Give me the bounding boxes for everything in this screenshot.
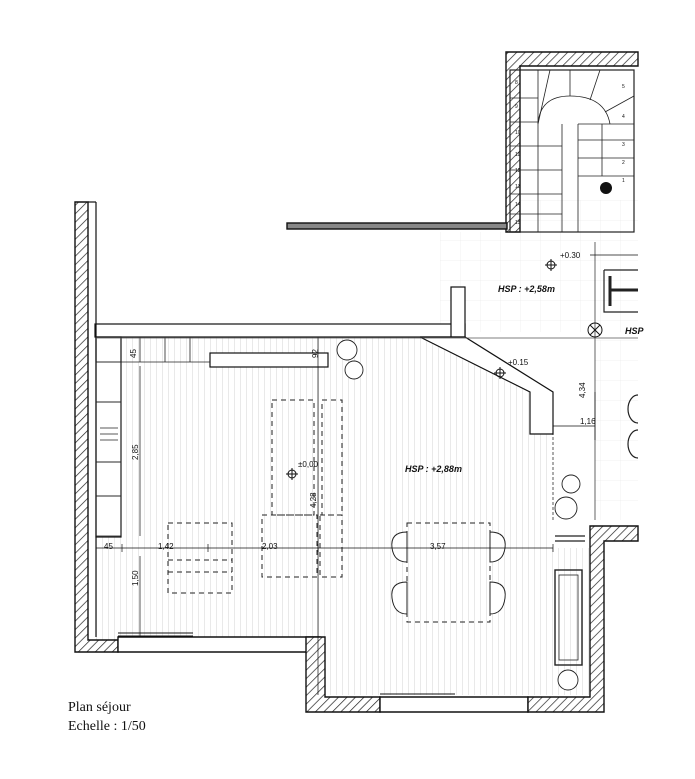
step-label: 12 bbox=[515, 168, 521, 174]
step-label: 1 bbox=[622, 178, 625, 184]
room-height-right: HSP bbox=[625, 326, 645, 336]
step-label: 5 bbox=[622, 84, 625, 90]
level-main: ±0,00 bbox=[298, 460, 319, 469]
room-height-upper: HSP : +2,58m bbox=[498, 284, 555, 294]
dim-left-lower: 1,50 bbox=[131, 570, 140, 586]
step-label: 11 bbox=[515, 152, 520, 158]
plan-scale: Echelle : 1/50 bbox=[68, 719, 146, 734]
step-label: 15 bbox=[515, 220, 521, 226]
dim-seg-1: 1,42 bbox=[158, 542, 174, 551]
step-label: 2 bbox=[622, 160, 625, 166]
level-marker-icon bbox=[286, 259, 603, 480]
step-label: 4 bbox=[622, 114, 625, 120]
plant-icon bbox=[336, 339, 581, 691]
step-label: 13 bbox=[515, 184, 521, 190]
dim-bottom-wall: 45 bbox=[104, 542, 113, 551]
step-label: 10 bbox=[515, 130, 521, 136]
dim-right-vertical: 4,34 bbox=[578, 382, 587, 398]
level-stairs: +0.30 bbox=[560, 251, 581, 260]
level-step: +0.15 bbox=[508, 358, 529, 367]
interior-walls bbox=[88, 201, 554, 637]
furniture-dashed bbox=[167, 399, 491, 623]
right-annex bbox=[554, 242, 639, 666]
step-label: 9 bbox=[515, 104, 518, 110]
staircase bbox=[509, 69, 635, 233]
dim-seg-2: 2,03 bbox=[262, 542, 278, 551]
dimension-lines bbox=[96, 254, 638, 695]
dim-right-short: 1,16 bbox=[580, 417, 596, 426]
dining-chairs bbox=[391, 531, 506, 615]
step-label: 3 bbox=[622, 142, 625, 148]
stair-step-numbers: 8 9 10 11 12 13 14 15 5 4 3 2 1 bbox=[515, 80, 625, 226]
room-height-living: HSP : +2,88m bbox=[405, 464, 462, 474]
dim-left-length: 2,85 bbox=[131, 444, 140, 460]
plan-title: Plan séjour bbox=[68, 700, 131, 715]
floor-finish bbox=[96, 200, 638, 695]
stair-newel-icon bbox=[600, 182, 612, 194]
windows bbox=[118, 632, 455, 698]
storage-units bbox=[95, 337, 210, 537]
dim-seg-3: 3,57 bbox=[430, 542, 446, 551]
dim-small-top: 92 bbox=[311, 349, 320, 358]
annotations: HSP : +2,58m HSP : +2,88m HSP ±0,00 +0.3… bbox=[104, 251, 645, 586]
dim-center-vertical: 4,28 bbox=[309, 492, 318, 508]
step-label: 8 bbox=[515, 80, 518, 86]
dim-wall-top: 45 bbox=[129, 349, 138, 358]
step-label: 14 bbox=[515, 202, 521, 208]
